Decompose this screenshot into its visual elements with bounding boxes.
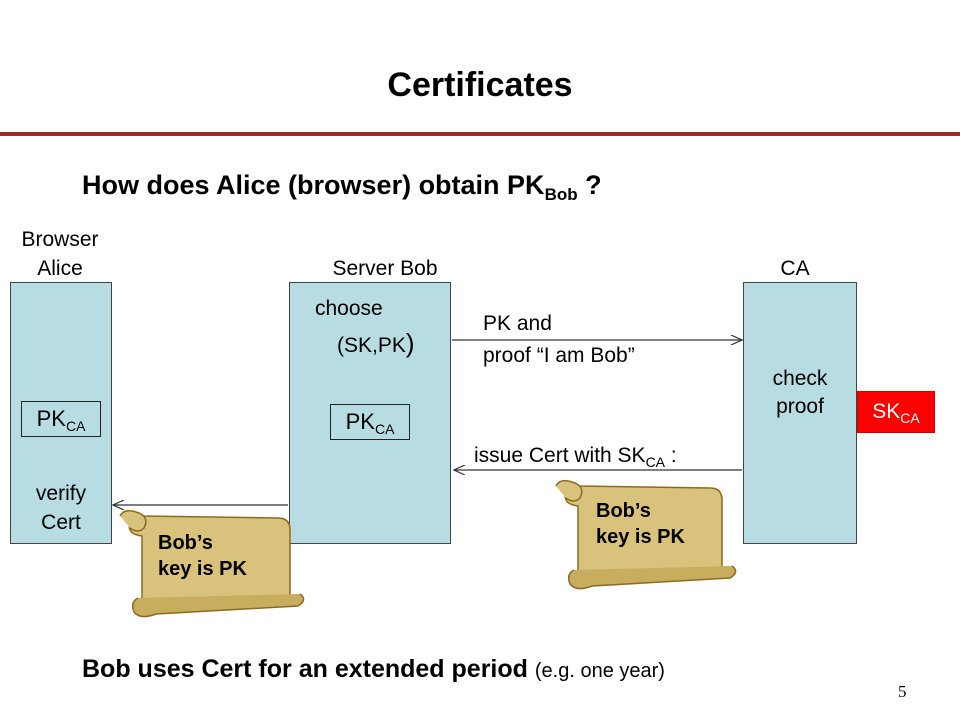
scroll-alice-text: Bob’s key is PK xyxy=(158,530,247,582)
bob-keypair-text: (SK,PK xyxy=(337,334,406,357)
alice-label-line2: Alice xyxy=(37,257,83,280)
to-ca-message-line1: PK and xyxy=(483,312,552,335)
check-line1: check xyxy=(772,367,828,390)
issue-sub: CA xyxy=(645,454,666,470)
question-suffix: ? xyxy=(577,170,602,200)
alice-browser-box: PKCA verify Cert xyxy=(10,282,112,544)
alice-label: Browser Alice xyxy=(10,225,110,283)
scroll-alice-line1: Bob’s xyxy=(158,532,213,554)
issue-cert-message: issue Cert with SKCA : xyxy=(474,442,677,471)
bottom-statement: Bob uses Cert for an extended period (e.… xyxy=(82,655,665,684)
sk-main: SK xyxy=(872,400,901,423)
page-number: 5 xyxy=(898,682,907,701)
certificate-scroll-ca xyxy=(555,479,737,590)
bob-keypair-paren: ) xyxy=(405,328,415,358)
scroll-ca-line1: Bob’s xyxy=(596,500,651,522)
alice-pk-ca-box: PKCA xyxy=(21,401,101,437)
bob-pk-ca-box: PKCA xyxy=(330,404,410,440)
bottom-note: (e.g. one year) xyxy=(534,660,665,682)
alice-label-line1: Browser xyxy=(21,228,99,251)
to-ca-message-line2: proof “I am Bob” xyxy=(483,344,635,367)
bob-pk-main: PK xyxy=(345,409,375,434)
bottom-main: Bob uses Cert for an extended period xyxy=(82,655,528,683)
verify-line2: Cert xyxy=(41,511,81,534)
verify-line1: verify xyxy=(35,482,87,505)
sk-sub: CA xyxy=(900,410,920,426)
title-divider xyxy=(0,132,960,136)
alice-pk-main: PK xyxy=(36,406,66,431)
bob-choose-line1: choose xyxy=(315,297,383,320)
issue-suffix: : xyxy=(665,444,677,467)
ca-label: CA xyxy=(780,257,810,280)
bob-pk-sub: CA xyxy=(374,421,395,437)
bob-label: Server Bob xyxy=(332,257,438,280)
scroll-alice-line2: key is PK xyxy=(158,558,247,580)
ca-box: check proof xyxy=(743,282,857,544)
alice-verify-text: verify Cert xyxy=(11,479,111,537)
sk-ca-box: SKCA xyxy=(857,391,935,433)
server-bob-box: choose (SK,PK) PKCA xyxy=(289,282,451,544)
issue-main: issue Cert with SK xyxy=(474,444,646,467)
scroll-ca-text: Bob’s key is PK xyxy=(596,498,685,550)
slide-title: Certificates xyxy=(387,66,573,104)
question-text: How does Alice (browser) obtain PKBob ? xyxy=(82,170,602,204)
check-line2: proof xyxy=(776,395,824,418)
question-subscript: Bob xyxy=(544,185,578,204)
bob-choose-line2: (SK,PK) xyxy=(337,329,415,360)
ca-check-text: check proof xyxy=(744,365,856,421)
certificate-scroll-alice xyxy=(119,509,305,618)
question-prefix: How does Alice (browser) obtain PK xyxy=(82,170,545,200)
alice-pk-sub: CA xyxy=(65,418,86,434)
scroll-ca-line2: key is PK xyxy=(596,526,685,548)
